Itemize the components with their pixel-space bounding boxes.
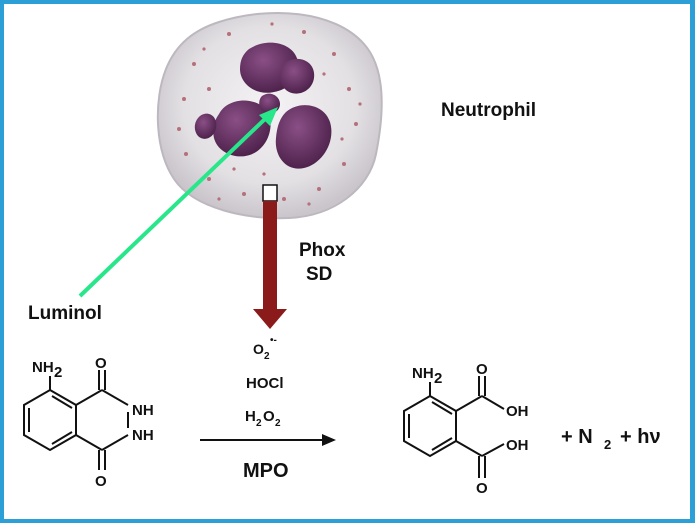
svg-text:NH: NH bbox=[132, 427, 154, 444]
svg-text:O: O bbox=[476, 361, 488, 378]
svg-text:NH: NH bbox=[32, 359, 54, 376]
products-label: + N 2 + hν bbox=[561, 426, 661, 452]
luminol-label: Luminol bbox=[28, 303, 102, 324]
mpo-label: MPO bbox=[243, 460, 289, 482]
svg-text:H: H bbox=[245, 408, 256, 425]
superoxide-label: O 2 •- bbox=[253, 335, 277, 362]
svg-text:O: O bbox=[263, 408, 275, 425]
reaction-arrow bbox=[200, 434, 336, 446]
svg-text:2: 2 bbox=[275, 418, 281, 429]
phox-label: Phox bbox=[299, 240, 346, 261]
product-structure: NH 2 O OH OH O bbox=[403, 361, 529, 497]
luminol-structure: NH 2 O O NH NH bbox=[23, 355, 154, 490]
cell-granules bbox=[177, 22, 362, 206]
sd-label: SD bbox=[306, 264, 332, 285]
svg-text:2: 2 bbox=[434, 370, 442, 387]
svg-text:2: 2 bbox=[604, 437, 611, 452]
svg-text:O: O bbox=[476, 480, 488, 497]
svg-text:OH: OH bbox=[506, 437, 529, 454]
svg-text:•-: •- bbox=[270, 335, 277, 346]
svg-text:2: 2 bbox=[54, 364, 62, 381]
phox-arrow bbox=[253, 184, 287, 329]
svg-text:O: O bbox=[95, 473, 107, 490]
svg-text:NH: NH bbox=[412, 365, 434, 382]
svg-text:+ hν: + hν bbox=[620, 426, 661, 448]
svg-text:2: 2 bbox=[264, 351, 270, 362]
svg-text:+ N: + N bbox=[561, 426, 593, 448]
diagram-canvas: Neutrophil Luminol Phox SD O 2 •- HOCl H… bbox=[4, 4, 690, 519]
h2o2-label: H 2 O 2 bbox=[245, 408, 281, 429]
svg-text:O: O bbox=[253, 341, 264, 357]
neutrophil-label: Neutrophil bbox=[441, 100, 536, 121]
hocl-label: HOCl bbox=[246, 375, 284, 392]
svg-text:2: 2 bbox=[256, 418, 262, 429]
svg-text:OH: OH bbox=[506, 403, 529, 420]
luminol-arrow bbox=[78, 107, 278, 298]
svg-text:O: O bbox=[95, 355, 107, 372]
neutrophil-luminol-diagram: Neutrophil Luminol Phox SD O 2 •- HOCl H… bbox=[23, 11, 661, 497]
svg-text:NH: NH bbox=[132, 402, 154, 419]
